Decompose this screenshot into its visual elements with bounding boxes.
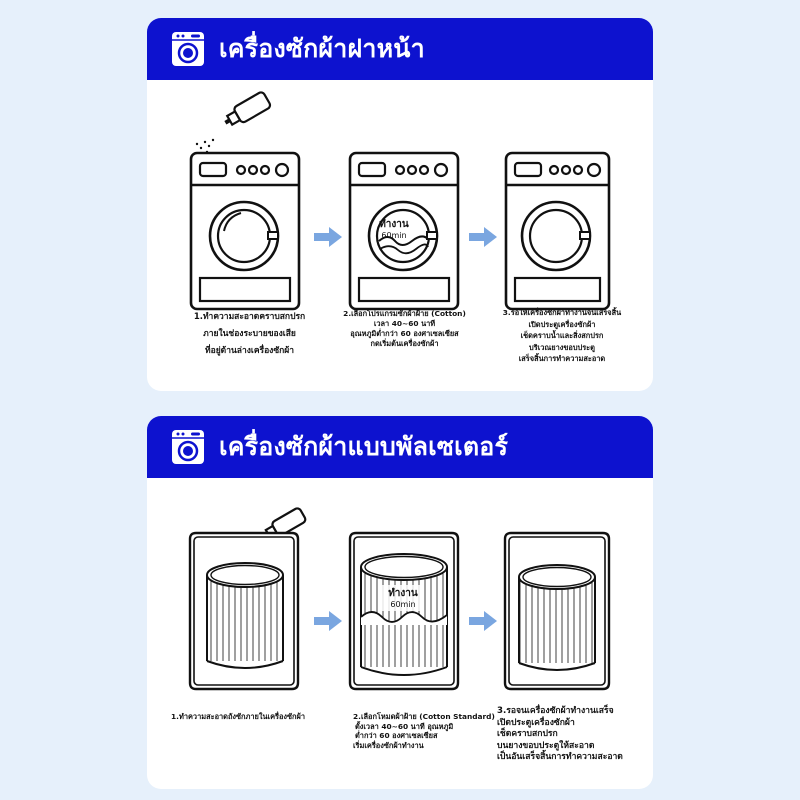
running-time: 60min <box>381 231 406 240</box>
section-title: เครื่องซักผ้าแบบพัลเซเตอร์ <box>219 432 509 461</box>
front-load-machine-dirty <box>189 151 301 311</box>
arrow-right-icon <box>314 611 342 631</box>
front-load-machine-clean <box>504 151 611 311</box>
front-load-card: เครื่องซักผ้าฝาหน้า <box>147 18 653 391</box>
step-1-caption: 1.ทำความสะอาดถังซักภายในเครื่องซักผ้า <box>171 712 306 721</box>
section-title: เครื่องซักผ้าฝาหน้า <box>219 34 425 63</box>
running-label: ทำงาน <box>379 218 409 230</box>
step-2-caption: 2.เลือกโหมดผ้าฝ้าย (Cotton Standard) ตั้… <box>353 712 495 750</box>
running-time: 60min <box>390 600 415 609</box>
section-header: เครื่องซักผ้าแบบพัลเซเตอร์ <box>147 416 653 478</box>
section-header: เครื่องซักผ้าฝาหน้า <box>147 18 653 80</box>
spray-bottle-icon <box>224 91 272 127</box>
step-1-caption: 1.ทำความสะอาดคราบสกปรก ภายในช่องระบายของ… <box>193 312 306 356</box>
step-3-caption: 3.รอจนเครื่องซักผ้าทำงานเสร็จ เปิดประตูเ… <box>497 706 623 762</box>
pulsator-card: เครื่องซักผ้าแบบพัลเซเตอร์ <box>147 416 653 789</box>
running-label: ทำงาน <box>388 587 418 599</box>
pulsator-steps-illustration: ทำงาน 60min <box>188 507 611 691</box>
pulsator-tub-clean <box>503 531 611 691</box>
arrow-right-icon <box>469 611 497 631</box>
front-load-machine-running: ทำงาน 60min <box>348 151 460 311</box>
step-2-caption: 2.เลือกโปรแกรมซักผ้าฝ้าย (Cotton) เวลา 4… <box>343 309 466 348</box>
front-load-steps-illustration: ทำงาน 60min <box>189 91 611 311</box>
arrow-right-icon <box>469 227 497 247</box>
pulsator-tub-running: ทำงาน 60min <box>348 531 460 691</box>
step-3-caption: 3.รอให้เครื่องซักผ้าทำงานจนเสร็จสิ้น เปิ… <box>502 308 622 363</box>
arrow-right-icon <box>314 227 342 247</box>
pulsator-tub-dirty <box>188 531 300 691</box>
washing-machine-icon <box>172 32 204 66</box>
washing-machine-icon <box>172 430 204 464</box>
spray-mist <box>195 138 215 154</box>
